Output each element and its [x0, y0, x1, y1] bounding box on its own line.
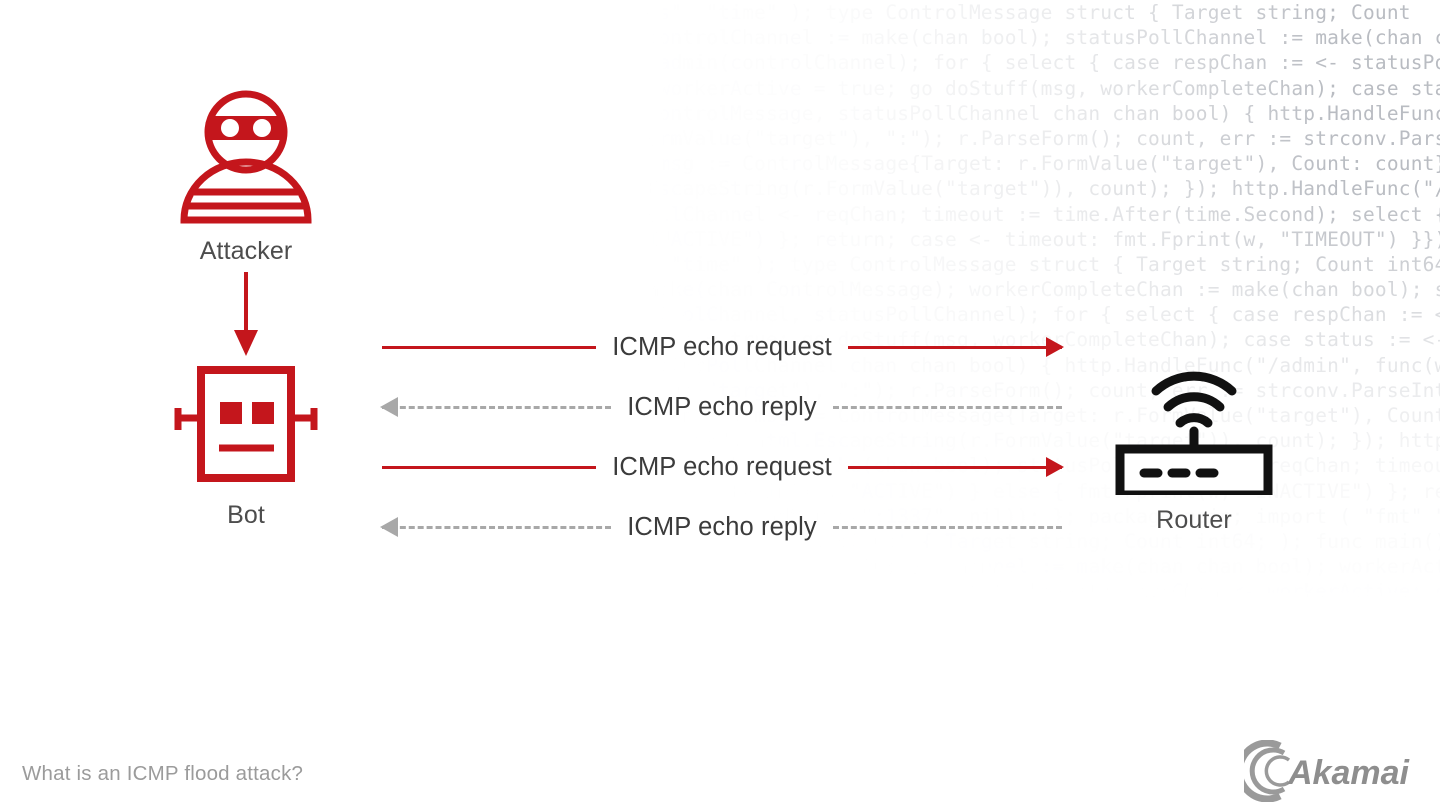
node-router: Router [1094, 345, 1294, 535]
code-line: kage main; import ( "fmt" "time" ); type… [360, 252, 1440, 276]
message-line-right-arrow [847, 450, 1065, 484]
down-arrow-icon [234, 272, 258, 356]
message-line-right [832, 510, 1063, 544]
message-line-right [832, 390, 1063, 424]
message-label: ICMP echo request [612, 452, 832, 481]
message-label: ICMP echo reply [627, 392, 817, 421]
akamai-logo: Akamai [1244, 740, 1411, 802]
message-label: ICMP echo request [612, 332, 832, 361]
message-line-left-arrow [379, 510, 612, 544]
attacker-masked-person-icon [180, 90, 312, 224]
node-router-label: Router [1156, 506, 1232, 534]
code-line: workerCompleteChan := make(chan bool); s… [360, 555, 1440, 579]
message-line-right-arrow [847, 330, 1065, 364]
message-label: ICMP echo reply [627, 512, 817, 541]
node-bot: Bot [146, 360, 346, 530]
message-line-left [382, 330, 597, 364]
code-line: err.Error()); return; }; msg := ControlM… [360, 152, 1440, 176]
code-line: }}}; func admin(cc chan ControlMessage, … [360, 101, 1440, 125]
message-row: ICMP echo reply [379, 390, 1063, 424]
message-row: ICMP echo request [382, 450, 1065, 484]
code-line: } else { fmt.Fprint(w, "INACTIVE") }; re… [360, 227, 1440, 251]
code-line: msg := <-controlChannel: workerActive = … [360, 76, 1440, 100]
message-row: ICMP echo reply [379, 510, 1063, 544]
message-line-left-arrow [379, 390, 612, 424]
code-line: get %s, count %d", html.EscapeString(r.F… [360, 177, 1440, 201]
node-attacker-label: Attacker [199, 237, 293, 265]
code-line: Channel); for { select { case respChan :… [360, 580, 1440, 604]
node-bot-label: Bot [227, 501, 265, 529]
bot-robot-face-icon [174, 366, 318, 482]
code-line: make(chan bool); statusPollChannel <- re… [360, 202, 1440, 226]
code-line: ve := false; go admin(controlChannel, st… [360, 303, 1440, 327]
router-wifi-icon [1115, 371, 1273, 500]
code-line: ens := strings.Split(r.FormValue("target… [360, 126, 1440, 150]
node-attacker: Attacker [146, 86, 346, 266]
akamai-wordmark: Akamai [1287, 754, 1411, 792]
message-row: ICMP echo request [382, 330, 1065, 364]
code-line: n() { controlChannel := make(chan Contro… [360, 278, 1440, 302]
message-line-left [382, 450, 597, 484]
code-line: orkerActive := false; go admin(controlCh… [360, 51, 1440, 75]
code-line: ted "strconv" "strings" "time" ); type C… [360, 1, 1411, 24]
page-caption: What is an ICMP flood attack? [22, 762, 304, 785]
code-line: int64; ); func main() { controlChannel :… [360, 26, 1440, 50]
